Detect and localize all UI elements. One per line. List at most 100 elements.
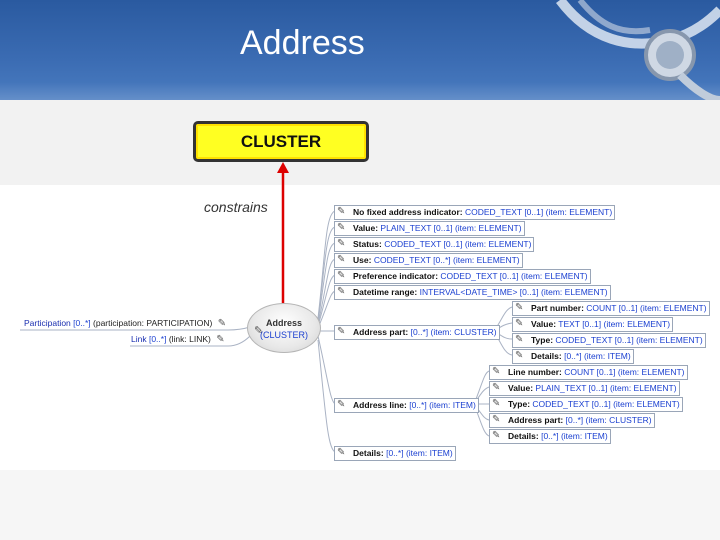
pen-icon: ✎ — [337, 270, 346, 281]
node-type: TEXT [0..1] — [558, 319, 602, 329]
node-label: Details: — [353, 448, 384, 458]
node-label: Status: — [353, 239, 382, 249]
node-type: [0..*] — [564, 351, 582, 361]
pen-icon: ✎ — [337, 286, 346, 297]
node-type: [0..*] — [409, 400, 427, 410]
node-label: Use: — [353, 255, 372, 265]
pen-icon: ✎ — [515, 318, 524, 329]
preference-indicator-node[interactable]: ✎ Preference indicator: CODED_TEXT [0..1… — [334, 269, 591, 284]
constrains-label: constrains — [204, 199, 268, 215]
pen-icon: ✎ — [337, 222, 346, 233]
pen-icon: ✎ — [254, 325, 264, 337]
node-type: [0..*] — [565, 415, 584, 425]
participation-node[interactable]: Participation [0..*] (participation: PAR… — [24, 318, 226, 329]
node-label: Address part: — [508, 415, 564, 425]
node-item: (item: ELEMENT) — [541, 287, 608, 297]
part-details-node[interactable]: ✎ Details: [0..*] (item: ITEM) — [512, 349, 634, 364]
lower-band — [0, 470, 720, 540]
node-label: Value: — [508, 383, 534, 393]
pen-icon: ✎ — [492, 366, 501, 377]
node-item: (item: ELEMENT) — [617, 367, 685, 377]
node-item: (item: ELEMENT) — [453, 255, 520, 265]
pen-icon: ✎ — [492, 398, 501, 409]
node-type: CODED_TEXT [0..1] — [384, 239, 463, 249]
header-band — [0, 82, 720, 100]
line-details-node[interactable]: ✎ Details: [0..*] (item: ITEM) — [489, 429, 611, 444]
part-value-node[interactable]: ✎ Value: TEXT [0..1] (item: ELEMENT) — [512, 317, 674, 332]
pen-icon: ✎ — [337, 399, 346, 410]
pen-icon: ✎ — [337, 206, 346, 217]
line-number-node[interactable]: ✎ Line number: COUNT [0..1] (item: ELEME… — [489, 365, 688, 380]
pen-icon: ✎ — [515, 334, 524, 345]
node-label: Value: — [531, 319, 557, 329]
cluster-box: CLUSTER — [193, 121, 369, 162]
node-label: Type: — [531, 335, 554, 345]
address-cluster-node[interactable]: ✎ Address (CLUSTER) — [247, 303, 321, 353]
center-type: (CLUSTER) — [259, 330, 308, 340]
address-line-node[interactable]: ✎ Address line: [0..*] (item: ITEM) — [334, 398, 479, 413]
node-type: [0..*] — [386, 448, 404, 458]
center-label: Address — [265, 318, 302, 328]
node-item: (item: ELEMENT) — [639, 303, 707, 313]
node-item: (item: ITEM) — [405, 448, 453, 458]
node-item: (item: ELEMENT) — [521, 271, 588, 281]
node-label: Part number: — [531, 303, 584, 313]
pen-icon: ✎ — [337, 254, 346, 265]
pen-icon: ✎ — [492, 414, 501, 425]
pen-icon: ✎ — [337, 238, 346, 249]
node-type: [0..*] — [541, 431, 559, 441]
pen-icon: ✎ — [217, 318, 227, 329]
link-node[interactable]: Link [0..*] (link: LINK) ✎ — [131, 334, 225, 345]
address-part-node[interactable]: ✎ Address part: [0..*] (item: CLUSTER) — [334, 325, 500, 340]
node-type: PLAIN_TEXT [0..1] — [535, 383, 608, 393]
node-type: CODED_TEXT [0..1] — [464, 207, 544, 217]
node-item: (item: CLUSTER) — [585, 415, 652, 425]
node-item: (item: ITEM) — [429, 400, 476, 410]
node-type: [0..*] — [410, 327, 429, 337]
node-type: CODED_TEXT [0..*] — [373, 255, 451, 265]
node-label: Line number: — [508, 367, 562, 377]
node-type: CODED_TEXT [0..1] — [555, 335, 634, 345]
arrow-head — [277, 162, 289, 173]
line-address-part-node[interactable]: ✎ Address part: [0..*] (item: CLUSTER) — [489, 413, 655, 428]
pen-icon: ✎ — [337, 447, 346, 458]
node-item: (item: ELEMENT) — [613, 399, 680, 409]
node-item: (item: ELEMENT) — [454, 223, 522, 233]
value-node[interactable]: ✎ Value: PLAIN_TEXT [0..1] (item: ELEMEN… — [334, 221, 525, 236]
status-node[interactable]: ✎ Status: CODED_TEXT [0..1] (item: ELEME… — [334, 237, 535, 252]
node-type: (participation: PARTICIPATION) — [93, 318, 213, 328]
line-type-node[interactable]: ✎ Type: CODED_TEXT [0..1] (item: ELEMENT… — [489, 397, 683, 412]
node-label: Details: — [531, 351, 562, 361]
pen-icon: ✎ — [337, 326, 346, 337]
use-node[interactable]: ✎ Use: CODED_TEXT [0..*] (item: ELEMENT) — [334, 253, 523, 268]
node-item: (item: ITEM) — [583, 351, 631, 361]
part-number-node[interactable]: ✎ Part number: COUNT [0..1] (item: ELEME… — [512, 301, 710, 316]
node-type: PLAIN_TEXT [0..1] — [380, 223, 453, 233]
node-type: CODED_TEXT [0..1] — [532, 399, 611, 409]
node-item: (item: ITEM) — [560, 431, 608, 441]
node-label: No fixed address indicator: — [353, 207, 463, 217]
datetime-range-node[interactable]: ✎ Datetime range: INTERVAL<DATE_TIME> [0… — [334, 285, 611, 300]
node-item: (item: ELEMENT) — [545, 207, 613, 217]
pen-icon: ✎ — [492, 430, 501, 441]
node-type: COUNT [0..1] — [586, 303, 638, 313]
node-label: Link — [131, 334, 147, 344]
stethoscope-icon — [556, 0, 720, 100]
no-fixed-address-node[interactable]: ✎ No fixed address indicator: CODED_TEXT… — [334, 205, 616, 220]
line-value-node[interactable]: ✎ Value: PLAIN_TEXT [0..1] (item: ELEMEN… — [489, 381, 680, 396]
node-item: (item: ELEMENT) — [636, 335, 703, 345]
node-label: Address line: — [353, 400, 407, 410]
node-item: (item: ELEMENT) — [609, 383, 677, 393]
part-type-node[interactable]: ✎ Type: CODED_TEXT [0..1] (item: ELEMENT… — [512, 333, 706, 348]
node-label: Type: — [508, 399, 531, 409]
node-label: Details: — [508, 431, 539, 441]
pen-icon: ✎ — [515, 302, 524, 313]
node-type: (link: LINK) — [168, 334, 211, 344]
pen-icon: ✎ — [515, 350, 524, 361]
node-type: COUNT [0..1] — [564, 367, 616, 377]
node-type: INTERVAL<DATE_TIME> [0..1] — [419, 287, 539, 297]
node-label: Preference indicator: — [353, 271, 439, 281]
node-item: (item: ELEMENT) — [464, 239, 532, 249]
node-label: Value: — [353, 223, 379, 233]
details-node[interactable]: ✎ Details: [0..*] (item: ITEM) — [334, 446, 456, 461]
